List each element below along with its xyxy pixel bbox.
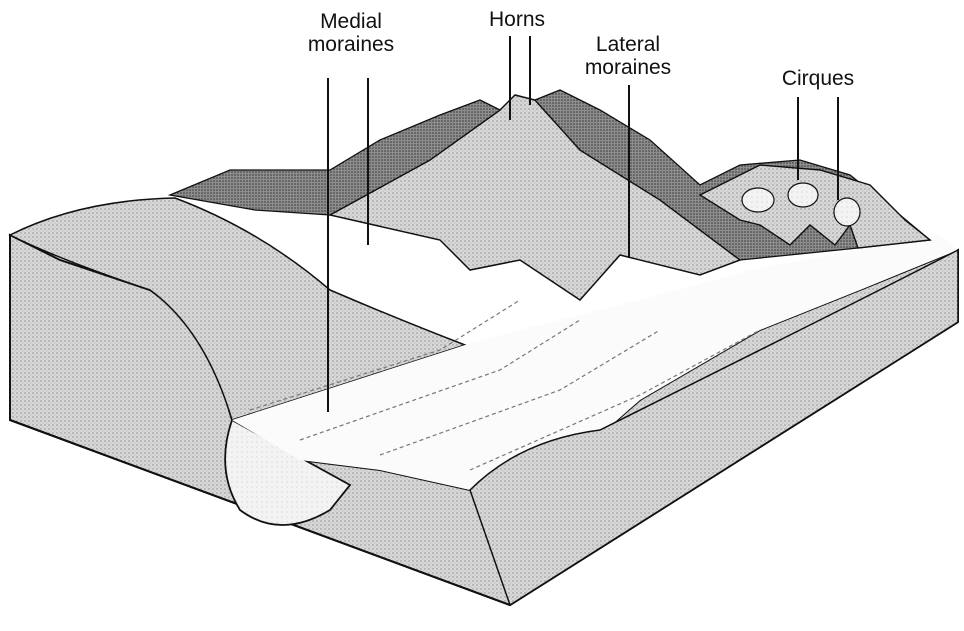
label-cirques: Cirques [763, 67, 873, 90]
label-medial-moraines: Medial moraines [292, 10, 410, 56]
cirque-bowl [742, 188, 774, 212]
cirque-bowl [788, 183, 818, 207]
cirque-bowl [834, 198, 860, 226]
label-lateral-moraines: Lateral moraines [566, 33, 690, 79]
label-horns: Horns [477, 8, 557, 31]
